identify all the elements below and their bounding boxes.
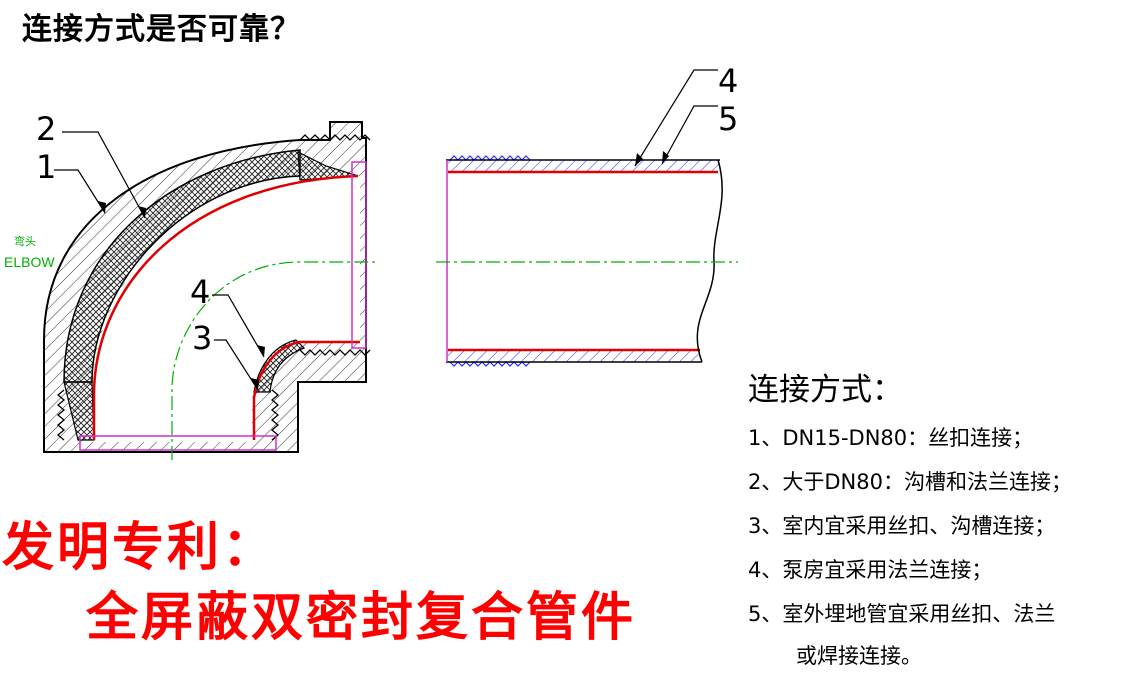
note-item: 5、室外埋地管宜采用丝扣、法兰 — [748, 602, 1056, 626]
elbow-thread-left — [56, 389, 66, 441]
note-item: 4、泵房宜采用法兰连接； — [748, 558, 993, 582]
leader-pipe-4 — [634, 69, 718, 167]
arrow-elbow-4 — [257, 345, 265, 357]
callout-elbow-2: 2 — [36, 110, 56, 148]
callout-elbow-3: 3 — [192, 319, 212, 357]
arrow-elbow-3 — [251, 378, 259, 390]
arrow-pipe-4 — [635, 153, 643, 166]
patent-product-name: 全屏蔽双密封复合管件 — [86, 588, 637, 648]
leader-elbow-4 — [212, 294, 265, 358]
leader-elbow-3 — [214, 339, 259, 391]
pipe-section — [436, 155, 738, 367]
elbow-magenta-pipe-right — [351, 161, 367, 349]
patent-heading: 发明专利： — [2, 518, 278, 578]
callout-elbow-1: 1 — [36, 148, 56, 186]
elbow-label-en: ELBOW — [4, 254, 55, 270]
arrow-pipe-5 — [662, 151, 669, 164]
leader-pipe-5 — [661, 105, 718, 165]
callout-pipe-5: 5 — [718, 100, 738, 138]
elbow-bore — [92, 176, 360, 442]
elbow-red-liner-inner — [252, 340, 360, 440]
elbow-thread-right — [299, 349, 371, 356]
note-item: 3、室内宜采用丝扣、沟槽连接； — [748, 514, 1056, 538]
leader-lines — [54, 69, 718, 391]
note-item: 1、DN15-DN80：丝扣连接； — [748, 426, 1034, 450]
callout-elbow-4: 4 — [190, 273, 210, 311]
page-title: 连接方式是否可靠？ — [22, 12, 301, 47]
elbow-section — [43, 121, 375, 460]
elbow-magenta-pipe-bottom — [79, 435, 277, 451]
elbow-red-liner — [92, 174, 359, 440]
elbow-thread-top — [299, 134, 371, 141]
arrow-elbow-2 — [138, 206, 146, 218]
note-item-continuation: 或焊接连接。 — [796, 644, 922, 668]
pipe-break-line — [696, 159, 723, 363]
pipe-wall-bottom — [448, 350, 700, 362]
arrow-elbow-1 — [98, 201, 106, 213]
leader-arrowheads — [98, 151, 669, 390]
leader-elbow-2 — [62, 131, 146, 219]
pipe-wall-top — [448, 160, 720, 172]
elbow-centerline — [171, 261, 375, 460]
elbow-seal-inner — [253, 339, 306, 393]
connection-notes-title: 连接方式： — [748, 372, 903, 408]
elbow-label-cn: 弯头 — [14, 235, 36, 248]
elbow-thread-bottom — [270, 389, 280, 441]
connection-notes: 连接方式： 1、DN15-DN80：丝扣连接； 2、大于DN80：沟槽和法兰连接… — [748, 370, 1140, 676]
callout-pipe-4: 4 — [718, 62, 738, 100]
note-item: 2、大于DN80：沟槽和法兰连接； — [748, 470, 1072, 494]
leader-elbow-1 — [54, 169, 106, 214]
